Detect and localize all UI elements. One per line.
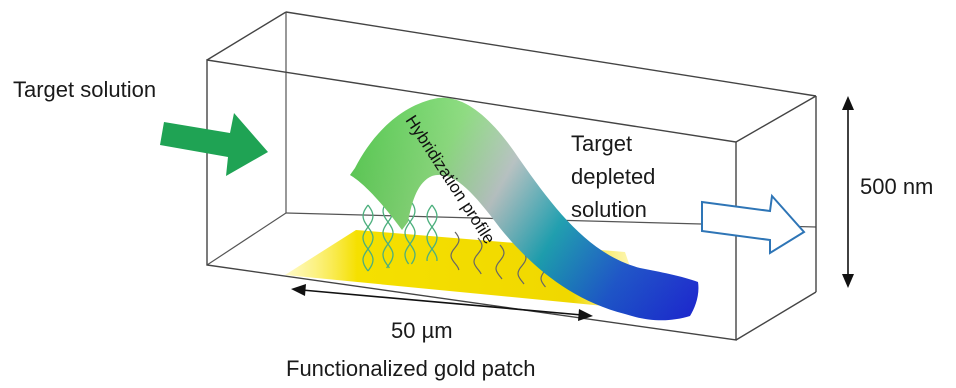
target-solution-label: Target solution [13,77,157,102]
width-dimension-arrow [291,284,593,321]
dna-helix-strand [362,204,374,272]
dna-helix-strand [426,204,438,262]
width-label: 50 µm [391,318,453,343]
single-strand-probe [473,237,483,275]
hybridization-profile [350,97,699,321]
single-strand-probe [495,244,505,280]
depleted-label-line-3: solution [571,197,647,222]
depleted-label-line-1: Target [571,131,633,156]
gold-patch-label: Functionalized gold patch [286,356,536,381]
dna-helix-strand [426,204,438,262]
height-label: 500 nm [860,174,934,199]
dna-helix-strand [382,199,394,269]
height-dimension-arrow [842,96,854,288]
dna-strands [362,199,550,288]
dna-helix-strand [404,199,416,265]
inlet-arrow [160,113,268,176]
channel-front-edges [206,11,817,341]
depleted-label-line-2: depleted [571,164,656,189]
single-strand-probe [450,231,460,271]
outlet-arrow [701,193,806,255]
dna-helix-strand [362,204,374,272]
depleted-solution-label: Target depleted solution [571,127,655,226]
